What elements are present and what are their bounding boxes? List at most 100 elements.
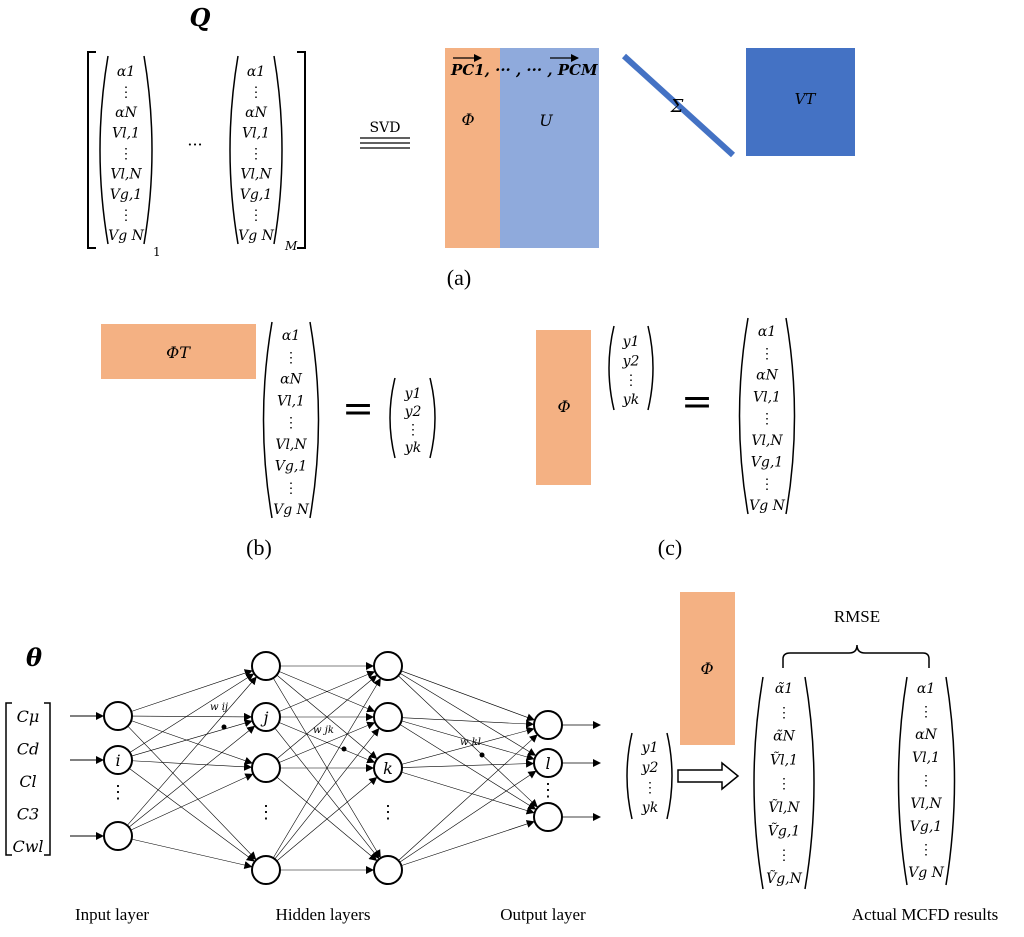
network-edge [399, 673, 537, 756]
vector-entry: ⋮ [760, 411, 774, 427]
network-edge [130, 773, 254, 831]
output-node [533, 748, 563, 778]
vector-entry: αN [245, 105, 267, 121]
network-edge [131, 719, 253, 757]
vector-entry: Vg N [238, 228, 275, 244]
vector-entry: ⋮ [119, 208, 133, 224]
hidden2-node-label: k [383, 759, 393, 778]
vector-entry: ⋮ [919, 842, 933, 858]
output-node-label: l [545, 754, 550, 773]
q-sub-last: M [284, 239, 298, 253]
vector-entry: y1 [641, 740, 659, 756]
vector-entry: ⋮ [760, 476, 774, 492]
vector-entry: Vg N [273, 502, 310, 518]
b-y-left-paren [389, 377, 396, 459]
vector-entry: y2 [404, 404, 422, 420]
network-edge [272, 678, 381, 859]
network-edge [126, 676, 257, 826]
c-y-left-paren [608, 325, 615, 411]
vector-entry: ⋮ [777, 705, 791, 721]
network-edge [127, 725, 257, 860]
caption-hidden-layers: Hidden layers [276, 905, 371, 924]
vector-entry: Cμ [17, 707, 40, 726]
q-dots: ··· [187, 135, 202, 154]
network-edge [131, 669, 253, 712]
input-left-bracket [5, 702, 12, 856]
phi-t-block [101, 324, 256, 379]
vector-entry: y2 [641, 760, 659, 776]
hidden2-node [373, 855, 403, 885]
vector-entry: Vg N [749, 498, 786, 514]
weight-label-ij: w ij [210, 702, 228, 713]
vector-entry: yk [641, 800, 658, 816]
weight-label-jk: w jk [313, 725, 334, 736]
hidden2-node [373, 651, 403, 681]
network-edge [278, 722, 376, 764]
phi-label-c: Φ [557, 397, 570, 416]
vector-entry: Vg,1 [275, 459, 307, 475]
pred-left-paren [753, 676, 764, 890]
hidden1-node [251, 702, 281, 732]
network-edge [401, 820, 535, 866]
u-block [500, 48, 599, 248]
vector-entry: Vl,N [110, 167, 142, 183]
network-edge [128, 725, 256, 828]
vt-block [746, 48, 855, 156]
vector-entry: ⋮ [119, 146, 133, 162]
vector-entry: ⋮ [249, 85, 263, 101]
caption-actual-results: Actual MCFD results [852, 905, 998, 924]
network-edge [399, 724, 537, 810]
vector-entry: Ṽg,N [766, 869, 803, 887]
svd-label: SVD [370, 120, 401, 136]
vector-entry: ⋮ [919, 704, 933, 720]
hidden2-node [373, 753, 403, 783]
vector-entry: ⋮ [777, 776, 791, 792]
actual-left-paren [897, 676, 908, 886]
sigma-diagonal [621, 53, 736, 158]
network-edge [401, 670, 535, 722]
input-node [103, 745, 133, 775]
vector-entry: Vg N [908, 865, 945, 881]
theta-label: θ [26, 643, 42, 672]
panel-b-label: (b) [246, 535, 272, 560]
vector-entry: α1 [282, 328, 300, 344]
vector-entry: ⋮ [119, 85, 133, 101]
phi-t-label: ΦT [166, 343, 191, 362]
vector-entry: α1 [917, 681, 935, 697]
vector-entry: α1 [758, 324, 776, 340]
sigma-label: Σ [670, 96, 684, 117]
panel-a-label: (a) [447, 265, 471, 290]
network-edge [276, 674, 378, 760]
b-vector-left-paren [262, 321, 273, 519]
network-edge [131, 720, 253, 765]
rmse-label: RMSE [834, 607, 880, 626]
vector-entry: αN [756, 368, 778, 384]
panel-c-label: (c) [658, 535, 682, 560]
hidden1-node [251, 651, 281, 681]
vector-entry: Vl,N [275, 437, 307, 453]
vector-entry: C3 [17, 805, 39, 824]
net-y-right-paren [666, 732, 673, 820]
u-label: U [539, 111, 553, 130]
network-edge [278, 671, 376, 713]
weight-label-kl: w kl [460, 737, 481, 748]
q-col1-left-paren [99, 55, 109, 245]
caption-input-layer: Input layer [75, 905, 149, 924]
vector-entry: Vl,N [240, 167, 272, 183]
hidden2-node [373, 702, 403, 732]
vector-entry: ⋮ [284, 350, 298, 366]
network-edge [131, 760, 253, 771]
vector-entry: y1 [404, 386, 422, 402]
network-edge [401, 720, 535, 761]
vector-entry: Ṽl,N [768, 798, 800, 816]
